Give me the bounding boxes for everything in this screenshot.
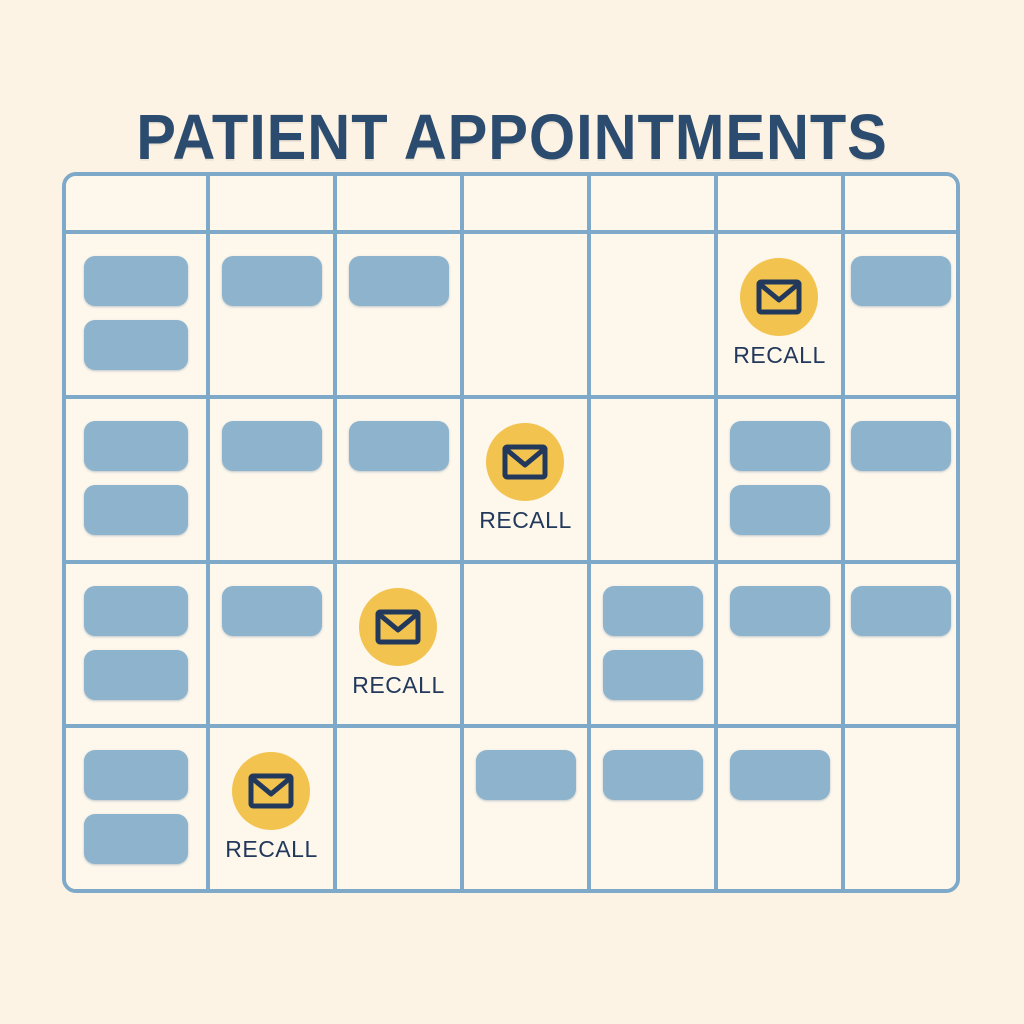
appointment-block[interactable] xyxy=(84,484,188,535)
calendar-day-cell[interactable]: RECALL xyxy=(718,234,845,395)
calendar-day-cell[interactable] xyxy=(591,398,718,560)
calendar-day-cell[interactable] xyxy=(210,398,337,560)
calendar-day-cell[interactable] xyxy=(591,728,718,889)
calendar-day-cell[interactable] xyxy=(591,563,718,725)
header-cell xyxy=(591,176,718,230)
calendar-day-cell[interactable] xyxy=(210,234,337,395)
envelope-icon xyxy=(486,422,565,501)
appointments-calendar-grid: RECALL RECALL RECALL RECALL xyxy=(62,172,960,893)
envelope-icon xyxy=(232,752,311,831)
recall-badge[interactable]: RECALL xyxy=(352,586,444,697)
calendar-day-cell[interactable] xyxy=(66,234,210,395)
appointment-block[interactable] xyxy=(602,585,703,636)
recall-label: RECALL xyxy=(352,671,445,698)
appointment-block[interactable] xyxy=(84,750,188,801)
header-cell xyxy=(718,176,845,230)
calendar-day-cell[interactable] xyxy=(337,728,464,889)
appointment-block[interactable] xyxy=(84,420,188,471)
recall-badge[interactable]: RECALL xyxy=(479,421,571,532)
appointment-block[interactable] xyxy=(84,649,188,700)
calendar-day-cell[interactable] xyxy=(845,234,956,395)
calendar-header-row xyxy=(66,176,956,234)
appointment-block[interactable] xyxy=(850,585,951,636)
calendar-day-cell[interactable] xyxy=(464,563,591,725)
calendar-day-cell[interactable] xyxy=(66,563,210,725)
calendar-week-row: RECALL xyxy=(66,563,956,729)
header-cell xyxy=(210,176,337,230)
calendar-day-cell[interactable] xyxy=(718,563,845,725)
appointment-block[interactable] xyxy=(729,420,830,471)
calendar-week-row: RECALL xyxy=(66,234,956,399)
calendar-day-cell[interactable] xyxy=(845,398,956,560)
calendar-day-cell[interactable] xyxy=(464,728,591,889)
recall-label: RECALL xyxy=(733,342,826,368)
appointment-block[interactable] xyxy=(729,585,830,636)
envelope-icon xyxy=(740,258,819,336)
recall-label: RECALL xyxy=(225,836,318,863)
recall-badge[interactable]: RECALL xyxy=(733,256,825,367)
appointment-block[interactable] xyxy=(84,585,188,636)
page-title: PATIENT APPOINTMENTS xyxy=(136,100,888,173)
appointment-block[interactable] xyxy=(84,256,188,306)
recall-label: RECALL xyxy=(479,506,572,533)
appointment-block[interactable] xyxy=(348,256,449,306)
appointment-block[interactable] xyxy=(602,649,703,700)
header-cell xyxy=(464,176,591,230)
appointment-block[interactable] xyxy=(221,256,322,306)
calendar-day-cell[interactable] xyxy=(845,563,956,725)
calendar-day-cell[interactable] xyxy=(337,234,464,395)
appointment-block[interactable] xyxy=(84,320,188,370)
calendar-rows: RECALL RECALL RECALL RECALL xyxy=(66,176,956,889)
calendar-day-cell[interactable] xyxy=(210,563,337,725)
calendar-day-cell[interactable]: RECALL xyxy=(464,398,591,560)
calendar-day-cell[interactable] xyxy=(464,234,591,395)
calendar-day-cell[interactable] xyxy=(718,728,845,889)
calendar-day-cell[interactable] xyxy=(66,398,210,560)
appointment-block[interactable] xyxy=(850,420,951,471)
calendar-day-cell[interactable] xyxy=(591,234,718,395)
header-cell xyxy=(337,176,464,230)
appointment-block[interactable] xyxy=(729,750,830,801)
appointment-block[interactable] xyxy=(221,420,322,471)
appointment-block[interactable] xyxy=(84,814,188,865)
header-cell xyxy=(845,176,956,230)
header-cell xyxy=(66,176,210,230)
calendar-day-cell[interactable] xyxy=(718,398,845,560)
calendar-day-cell[interactable] xyxy=(66,728,210,889)
appointment-block[interactable] xyxy=(602,750,703,801)
calendar-week-row: RECALL xyxy=(66,398,956,564)
appointment-block[interactable] xyxy=(850,256,951,306)
calendar-day-cell[interactable] xyxy=(845,728,956,889)
calendar-day-cell[interactable]: RECALL xyxy=(337,563,464,725)
calendar-day-cell[interactable] xyxy=(337,398,464,560)
calendar-day-cell[interactable]: RECALL xyxy=(210,728,337,889)
recall-badge[interactable]: RECALL xyxy=(225,750,317,861)
appointment-block[interactable] xyxy=(729,484,830,535)
appointment-block[interactable] xyxy=(475,750,576,801)
envelope-icon xyxy=(359,587,438,666)
appointment-block[interactable] xyxy=(348,420,449,471)
calendar-week-row: RECALL xyxy=(66,728,956,889)
appointment-block[interactable] xyxy=(221,585,322,636)
